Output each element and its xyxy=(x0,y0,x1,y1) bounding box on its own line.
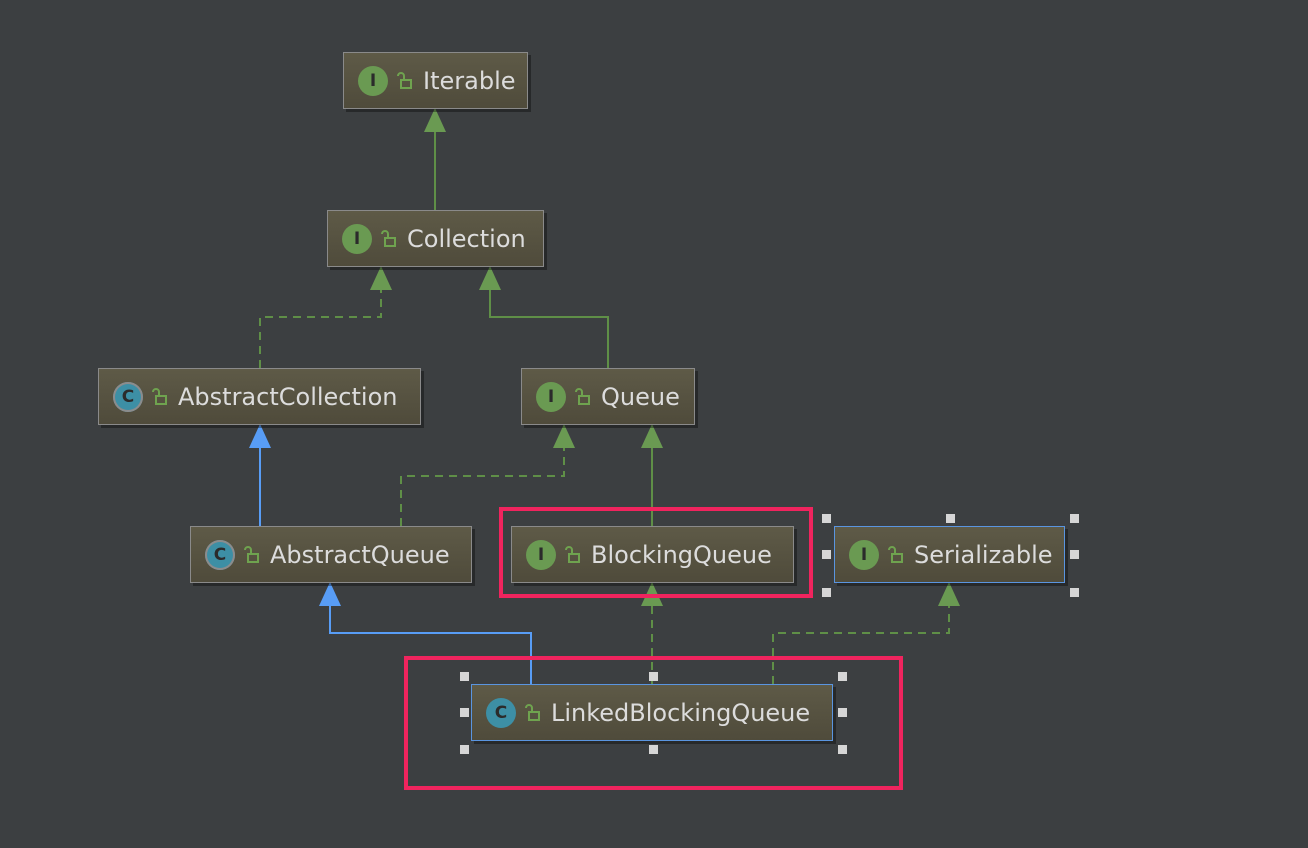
unlocked-icon xyxy=(575,387,590,405)
node-collection[interactable]: I Collection xyxy=(327,210,544,267)
node-label: Iterable xyxy=(423,66,516,95)
highlight-box-linked-blocking-queue xyxy=(404,656,903,790)
resize-handle[interactable] xyxy=(822,514,831,523)
resize-handle[interactable] xyxy=(460,708,469,717)
resize-handle[interactable] xyxy=(1070,514,1079,523)
node-abstract-collection[interactable]: C AbstractCollection xyxy=(98,368,421,425)
unlocked-icon xyxy=(565,545,580,563)
abstract-class-icon: C xyxy=(205,539,235,570)
node-blocking-queue[interactable]: I BlockingQueue xyxy=(511,526,794,583)
interface-icon: I xyxy=(526,539,556,570)
resize-handle[interactable] xyxy=(822,550,831,559)
edge-blockingqueue-extends-queue xyxy=(641,424,663,526)
edge-abstractqueue-implements-queue xyxy=(400,424,575,526)
unlocked-icon xyxy=(525,703,540,721)
class-icon: C xyxy=(486,697,516,728)
node-label: AbstractQueue xyxy=(270,540,450,569)
resize-handle[interactable] xyxy=(838,745,847,754)
node-serializable[interactable]: I Serializable xyxy=(834,526,1065,583)
resize-handle[interactable] xyxy=(460,745,469,754)
resize-handle[interactable] xyxy=(838,708,847,717)
edge-collection-extends-iterable xyxy=(424,108,446,210)
node-abstract-queue[interactable]: C AbstractQueue xyxy=(190,526,472,583)
node-queue[interactable]: I Queue xyxy=(521,368,695,425)
edge-abstractqueue-extends-abstractcollection xyxy=(249,424,271,526)
node-label: AbstractCollection xyxy=(178,382,398,411)
unlocked-icon xyxy=(381,229,396,247)
edge-queue-extends-collection xyxy=(479,266,609,368)
resize-handle[interactable] xyxy=(822,588,831,597)
resize-handle[interactable] xyxy=(1070,588,1079,597)
node-label: Serializable xyxy=(914,540,1053,569)
resize-handle[interactable] xyxy=(1070,550,1079,559)
resize-handle[interactable] xyxy=(946,514,955,523)
node-label: BlockingQueue xyxy=(591,540,772,569)
highlight-box-blocking-queue xyxy=(499,507,813,598)
resize-handle[interactable] xyxy=(838,672,847,681)
resize-handle[interactable] xyxy=(649,745,658,754)
unlocked-icon xyxy=(888,545,903,563)
interface-icon: I xyxy=(849,539,879,570)
resize-handle[interactable] xyxy=(460,672,469,681)
unlocked-icon xyxy=(397,71,412,89)
abstract-class-icon: C xyxy=(113,381,143,412)
interface-icon: I xyxy=(358,65,388,96)
unlocked-icon xyxy=(244,545,259,563)
node-iterable[interactable]: I Iterable xyxy=(343,52,528,109)
node-label: Queue xyxy=(601,382,680,411)
edge-abstractcollection-implements-collection xyxy=(259,266,392,368)
unlocked-icon xyxy=(152,387,167,405)
resize-handle[interactable] xyxy=(649,672,658,681)
node-label: LinkedBlockingQueue xyxy=(551,698,811,727)
interface-icon: I xyxy=(536,381,566,412)
interface-icon: I xyxy=(342,223,372,254)
node-label: Collection xyxy=(407,224,526,253)
edge-linkedblockingqueue-implements-serializable xyxy=(772,582,960,684)
node-linked-blocking-queue[interactable]: C LinkedBlockingQueue xyxy=(471,684,833,741)
